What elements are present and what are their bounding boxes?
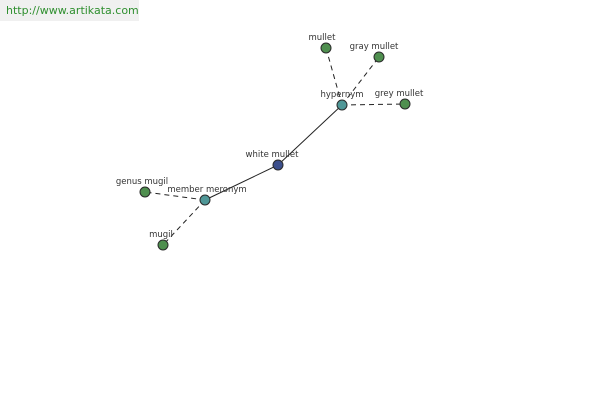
edge-hypernym-to-gray-mullet — [341, 56, 380, 106]
node-mullet[interactable] — [320, 42, 332, 54]
edge-hypernym-to-mullet — [325, 47, 343, 106]
node-label-hypernym[interactable]: hypernym — [320, 90, 363, 100]
node-grey-mullet[interactable] — [399, 98, 411, 110]
node-genus-mugil[interactable] — [139, 186, 151, 198]
graph-edges — [144, 47, 406, 246]
edge-white-mullet-to-member-meronym — [204, 164, 279, 201]
edge-white-mullet-to-hypernym — [277, 104, 343, 166]
node-hypernym[interactable] — [336, 99, 348, 111]
node-label-mugil[interactable]: mugil — [149, 230, 173, 240]
node-label-grey-mullet[interactable]: grey mullet — [375, 89, 424, 99]
node-label-mullet[interactable]: mullet — [309, 33, 337, 43]
source-url-banner: http://www.artikata.com — [0, 0, 139, 21]
graph-labels: white mullet hypernym member meronym mullet… — [116, 33, 424, 240]
node-mugil[interactable] — [157, 239, 169, 251]
graph-nodes — [139, 42, 411, 251]
node-member-meronym[interactable] — [199, 194, 211, 206]
node-label-genus-mugil[interactable]: genus mugil — [116, 177, 168, 187]
node-white-mullet[interactable] — [272, 159, 284, 171]
node-label-member-meronym[interactable]: member meronym — [167, 185, 246, 195]
edge-member-meronym-to-genus-mugil — [144, 191, 206, 201]
edge-member-meronym-to-mugil — [162, 199, 206, 246]
edge-hypernym-to-grey-mullet — [341, 103, 406, 106]
node-label-gray-mullet[interactable]: gray mullet — [350, 42, 399, 52]
node-label-white-mullet[interactable]: white mullet — [246, 150, 300, 160]
node-gray-mullet[interactable] — [373, 51, 385, 63]
